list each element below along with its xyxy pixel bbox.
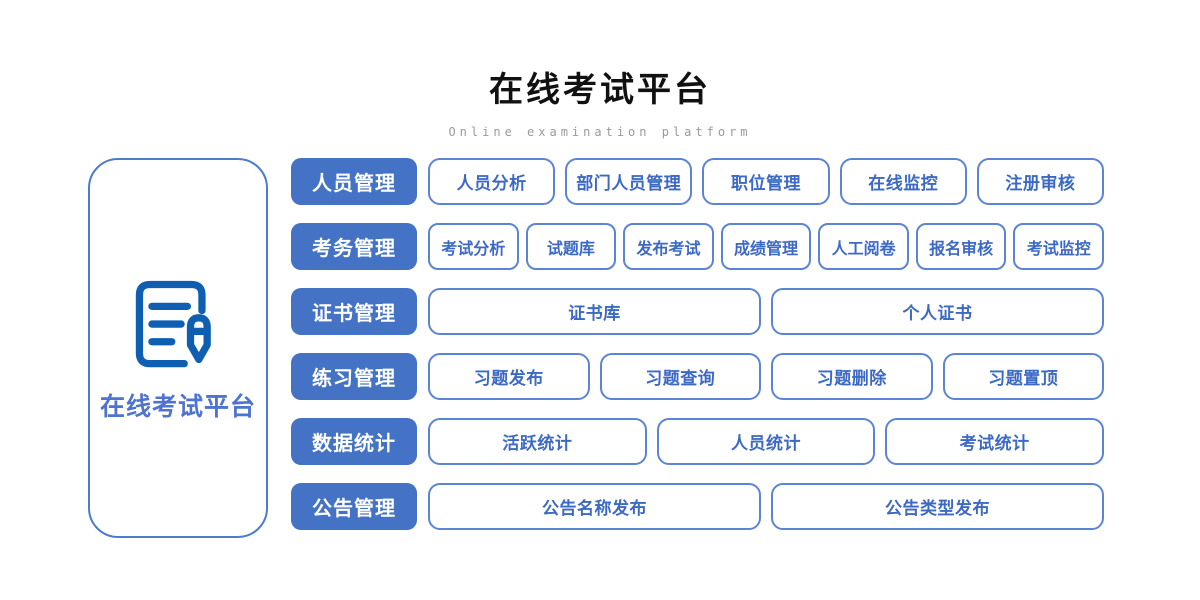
feature-button[interactable]: 注册审核 <box>976 158 1105 205</box>
row-items: 人员分析 部门人员管理 职位管理 在线监控 注册审核 <box>428 158 1105 205</box>
row-announcement-management: 公告管理 公告名称发布 公告类型发布 <box>291 483 1104 530</box>
row-personnel-management: 人员管理 人员分析 部门人员管理 职位管理 在线监控 注册审核 <box>291 158 1105 205</box>
feature-button[interactable]: 成绩管理 <box>720 223 812 270</box>
feature-button[interactable]: 职位管理 <box>702 158 830 205</box>
feature-button[interactable]: 人员分析 <box>428 158 556 205</box>
category-button[interactable]: 公告管理 <box>291 483 417 530</box>
category-button[interactable]: 练习管理 <box>291 353 417 400</box>
row-data-statistics: 数据统计 活跃统计 人员统计 考试统计 <box>291 418 1105 465</box>
row-items: 公告名称发布 公告类型发布 <box>428 483 1104 530</box>
category-button[interactable]: 数据统计 <box>291 418 417 465</box>
feature-button[interactable]: 考试监控 <box>1013 223 1105 270</box>
category-button[interactable]: 证书管理 <box>291 288 417 335</box>
row-items: 活跃统计 人员统计 考试统计 <box>428 418 1105 465</box>
category-button[interactable]: 人员管理 <box>291 158 417 205</box>
feature-button[interactable]: 试题库 <box>525 223 617 270</box>
feature-button[interactable]: 考试分析 <box>428 223 519 270</box>
feature-button[interactable]: 考试统计 <box>885 418 1105 465</box>
row-practice-management: 练习管理 习题发布 习题查询 习题删除 习题置顶 <box>291 353 1104 400</box>
row-items: 证书库 个人证书 <box>428 288 1104 335</box>
feature-rows: 人员管理 人员分析 部门人员管理 职位管理 在线监控 注册审核 考务管理 考试分… <box>291 158 1105 530</box>
row-items: 习题发布 习题查询 习题删除 习题置顶 <box>428 353 1104 400</box>
feature-button[interactable]: 习题置顶 <box>942 353 1104 400</box>
platform-root-label: 在线考试平台 <box>99 393 256 421</box>
feature-button[interactable]: 发布考试 <box>623 223 714 270</box>
feature-button[interactable]: 在线监控 <box>839 158 967 205</box>
row-items: 考试分析 试题库 发布考试 成绩管理 人工阅卷 报名审核 考试监控 <box>428 223 1105 270</box>
feature-button[interactable]: 公告名称发布 <box>428 483 761 530</box>
page-title: 在线考试平台 <box>489 71 711 109</box>
platform-root-card: 在线考试平台 <box>88 158 268 538</box>
feature-button[interactable]: 人员统计 <box>656 418 876 465</box>
feature-button[interactable]: 人工阅卷 <box>818 223 909 270</box>
feature-button[interactable]: 证书库 <box>428 288 761 335</box>
feature-button[interactable]: 报名审核 <box>915 223 1007 270</box>
feature-button[interactable]: 个人证书 <box>771 288 1104 335</box>
feature-button[interactable]: 习题删除 <box>771 353 933 400</box>
row-exam-affairs-management: 考务管理 考试分析 试题库 发布考试 成绩管理 人工阅卷 报名审核 考试监控 <box>291 223 1105 270</box>
document-pencil-icon <box>128 273 228 373</box>
feature-button[interactable]: 习题查询 <box>599 353 761 400</box>
feature-button[interactable]: 部门人员管理 <box>565 158 693 205</box>
row-certificate-management: 证书管理 证书库 个人证书 <box>291 288 1104 335</box>
feature-button[interactable]: 活跃统计 <box>428 418 647 465</box>
feature-button[interactable]: 习题发布 <box>428 353 590 400</box>
page-subtitle: Online examination platform <box>448 125 752 139</box>
feature-button[interactable]: 公告类型发布 <box>771 483 1104 530</box>
category-button[interactable]: 考务管理 <box>291 223 417 270</box>
